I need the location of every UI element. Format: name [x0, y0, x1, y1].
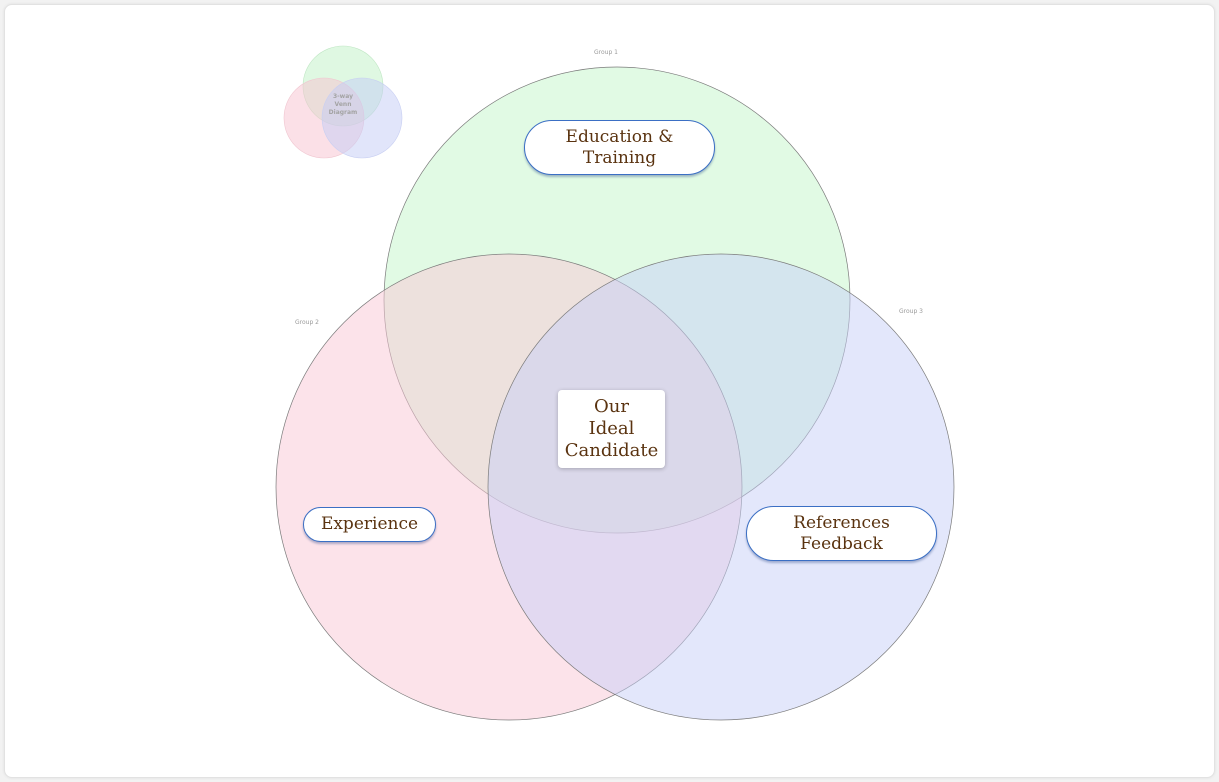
ideal-candidate-label[interactable]: Our Ideal Candidate [558, 390, 665, 468]
thumbnail-label: 3-way Venn Diagram [328, 93, 358, 116]
group-2-label: Group 2 [295, 319, 319, 326]
diagram-canvas: 3-way Venn Diagram Group 1 Group 2 Group… [4, 4, 1215, 778]
education-training-label[interactable]: Education & Training [524, 120, 715, 175]
group-1-label: Group 1 [594, 49, 618, 56]
venn-thumbnail-icon [283, 45, 403, 159]
experience-label[interactable]: Experience [303, 507, 436, 542]
group-3-label: Group 3 [899, 308, 923, 315]
venn-diagram [275, 45, 955, 721]
group-3-circle[interactable] [487, 253, 955, 721]
references-feedback-label[interactable]: References Feedback [746, 506, 937, 561]
